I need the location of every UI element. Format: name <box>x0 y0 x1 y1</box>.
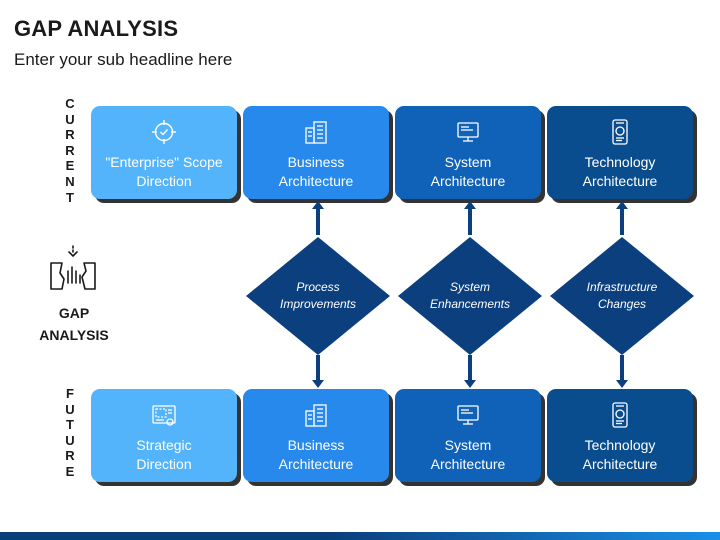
mobile-device-icon <box>612 119 628 145</box>
current-letter: R <box>65 127 75 143</box>
current-letter: R <box>65 142 75 158</box>
future-box-strategic: Strategic Direction <box>91 389 237 482</box>
box-label-line1: System <box>444 154 492 170</box>
down-arrow <box>312 355 324 388</box>
future-letter: E <box>65 463 75 479</box>
gap-label-line1: GAP <box>58 305 90 321</box>
target-icon <box>152 120 176 144</box>
current-letter: U <box>65 111 75 127</box>
gap-analysis-label: GAP ANALYSIS <box>26 302 122 346</box>
up-arrow <box>312 201 324 235</box>
future-letter: U <box>65 401 75 417</box>
diamond-shape <box>398 237 542 355</box>
future-label: F U T U R E <box>60 386 80 480</box>
gap-label-line2: ANALYSIS <box>39 327 109 343</box>
up-arrow <box>616 201 628 235</box>
current-box-technology: Technology Architecture <box>547 106 693 199</box>
diamond-label-line2: Enhancements <box>429 297 511 311</box>
box-label-line1: System <box>444 437 492 453</box>
future-box-technology: Technology Architecture <box>547 389 693 482</box>
down-arrow <box>464 355 476 388</box>
diamond-label-line2: Changes <box>597 297 647 311</box>
current-letter: E <box>65 158 75 174</box>
current-box-scope: "Enterprise" Scope Direction <box>91 106 237 199</box>
box-label-line2: Architecture <box>582 456 658 472</box>
box-label-line2: Architecture <box>430 456 506 472</box>
box-label-line1: Strategic <box>136 437 192 453</box>
down-arrow <box>616 355 628 388</box>
box-label-line1: Technology <box>584 154 656 170</box>
page-subtitle: Enter your sub headline here <box>14 50 233 69</box>
current-label: C U R R E N T <box>60 96 80 205</box>
current-letter: T <box>66 189 74 205</box>
box-label-line2: Architecture <box>278 456 354 472</box>
gap-diamond-system: System Enhancements <box>398 237 542 355</box>
diamond-shape <box>550 237 694 355</box>
box-label-line2: Architecture <box>278 173 354 189</box>
future-box-system: System Architecture <box>395 389 541 482</box>
box-label-line2: Architecture <box>430 173 506 189</box>
building-icon <box>305 404 327 427</box>
box-label-line1: Business <box>287 154 345 170</box>
current-box-business: Business Architecture <box>243 106 389 199</box>
box-label-line1: Business <box>287 437 345 453</box>
current-letter: C <box>65 96 75 111</box>
computer-icon <box>457 122 479 142</box>
current-box-system: System Architecture <box>395 106 541 199</box>
box-label-line2: Direction <box>136 456 192 472</box>
gap-diamond-process: Process Improvements <box>246 237 390 355</box>
future-letter: F <box>66 386 74 401</box>
box-label-line1: "Enterprise" Scope <box>105 154 223 170</box>
box-label-line2: Direction <box>136 173 192 189</box>
up-arrow <box>464 201 476 235</box>
gap-analysis-icon <box>50 245 96 290</box>
box-label-line1: Technology <box>584 437 656 453</box>
mobile-device-icon <box>612 402 628 428</box>
diamond-label-line2: Improvements <box>279 297 357 311</box>
future-letter: U <box>65 432 75 448</box>
bottom-bar <box>0 532 720 540</box>
diamond-label-line1: System <box>449 280 490 294</box>
box-label-line2: Architecture <box>582 173 658 189</box>
diamond-label-line1: Process <box>296 280 340 294</box>
blueprint-icon <box>152 405 176 426</box>
computer-icon <box>457 405 479 425</box>
future-box-business: Business Architecture <box>243 389 389 482</box>
future-letter: R <box>65 448 75 464</box>
building-icon <box>305 121 327 144</box>
gap-diamond-infrastructure: Infrastructure Changes <box>550 237 694 355</box>
future-letter: T <box>66 417 74 433</box>
current-letter: N <box>65 173 75 189</box>
diamond-label-line1: Infrastructure <box>586 280 658 294</box>
diamond-shape <box>246 237 390 355</box>
page-title: GAP ANALYSIS <box>14 16 179 41</box>
